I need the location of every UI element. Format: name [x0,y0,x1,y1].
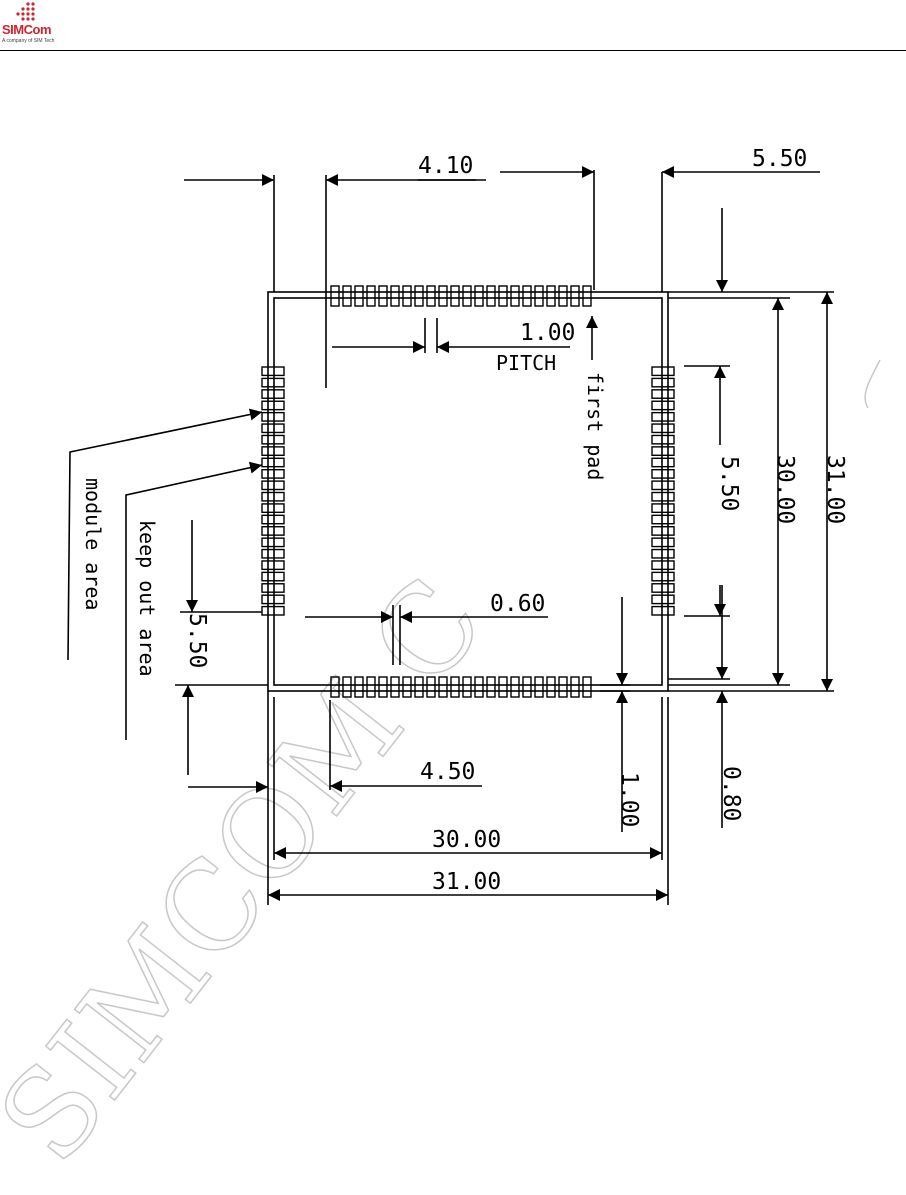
dim-31-00-right: 31.00 [822,455,848,524]
pad-top [391,286,399,306]
pad-top [403,286,411,306]
pad-right [652,538,674,546]
pad-bottom [559,677,567,697]
pitch-label: PITCH [496,351,556,375]
dim-30-00-bottom: 30.00 [432,827,501,853]
dim-0-80: 0.80 [718,766,744,821]
pad-top [487,286,495,306]
pad-left [262,561,284,569]
dim-31-00-bottom: 31.00 [432,869,501,895]
pad-bottom [571,677,579,697]
pad-top [499,286,507,306]
pad-top [511,286,519,306]
pad-right [652,504,674,512]
pad-left [262,515,284,523]
pad-left [262,481,284,489]
pad-right [652,607,674,615]
pad-right [652,515,674,523]
pad-bottom [511,677,519,697]
pad-right [652,493,674,501]
dim-5-50-left: 5.50 [184,613,210,668]
pad-right [652,572,674,580]
pad-right [652,550,674,558]
pad-top [355,286,363,306]
dim-pitch-1-00: 1.00 [520,320,575,346]
dim-1-00-bottom: 1.00 [616,772,642,827]
pad-bottom [547,677,555,697]
pad-top [463,286,471,306]
pad-left [262,538,284,546]
dim-30-00-right: 30.00 [772,455,798,524]
pad-top [583,286,591,306]
pad-top [475,286,483,306]
pad-left [262,527,284,535]
pad-left [262,424,284,432]
module-area-label: module area [81,478,105,610]
pad-top [559,286,567,306]
pad-right [652,584,674,592]
pad-left [262,504,284,512]
pad-top [547,286,555,306]
pad-left [262,470,284,478]
pad-right [652,413,674,421]
keep-out-area-label: keep out area [135,520,159,677]
pad-top [343,286,351,306]
pad-right [652,390,674,398]
pad-top [427,286,435,306]
pad-left [262,595,284,603]
pad-bottom [523,677,531,697]
pad-left [262,607,284,615]
pad-bottom [535,677,543,697]
pad-left [262,493,284,501]
pad-right [652,481,674,489]
pad-right [652,378,674,386]
pad-left [262,572,284,580]
pad-right [652,458,674,466]
pad-top [535,286,543,306]
watermark-arc [865,360,880,408]
dim-4-50: 4.50 [420,759,475,785]
dim-4-10: 4.10 [418,153,473,179]
pad-left [262,447,284,455]
pad-left [262,378,284,386]
pad-left [262,458,284,466]
pad-bottom [487,677,495,697]
pad-left [262,584,284,592]
pad-left [262,401,284,409]
pad-top [439,286,447,306]
pad-right [652,367,674,375]
pad-bottom [499,677,507,697]
pad-right [652,470,674,478]
pad-top [367,286,375,306]
pad-left [262,413,284,421]
dim-0-60: 0.60 [490,591,545,617]
pad-top [415,286,423,306]
pad-top [451,286,459,306]
pad-right [652,561,674,569]
pad-right [652,527,674,535]
pad-top [571,286,579,306]
pad-left [262,367,284,375]
pad-right [652,447,674,455]
dim-5-50-top: 5.50 [752,146,807,172]
pad-left [262,390,284,398]
pad-top [379,286,387,306]
dim-5-50-right: 5.50 [716,456,742,511]
pad-right [652,401,674,409]
pad-top [523,286,531,306]
pad-right [652,595,674,603]
pad-right [652,435,674,443]
pad-top [331,286,339,306]
pad-right [652,424,674,432]
pad-left [262,550,284,558]
first-pad-label: first pad [583,372,607,480]
pad-left [262,435,284,443]
pad-bottom [583,677,591,697]
